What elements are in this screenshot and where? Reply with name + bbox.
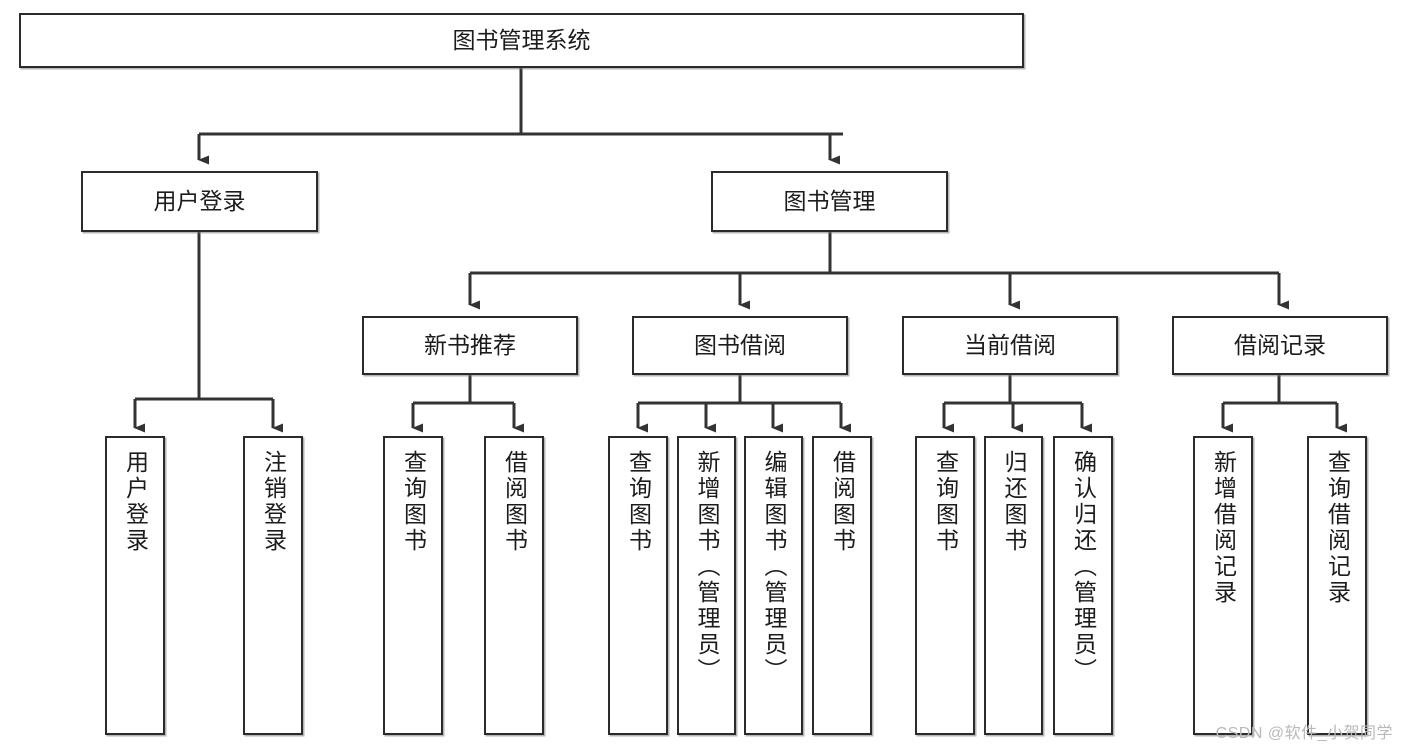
node-new-book-recommend[interactable]: 新书推荐 (362, 316, 578, 375)
node-leaf-query-book-1-label: 查询图书 (400, 450, 427, 554)
node-leaf-add-book-label: 新增图书（管理员） (694, 450, 720, 684)
node-leaf-borrow-book-2[interactable]: 借阅图书 (812, 436, 872, 735)
node-leaf-borrow-book-1-label: 借阅图书 (501, 450, 528, 554)
node-leaf-borrow-book-2-label: 借阅图书 (829, 450, 856, 554)
node-leaf-add-record-label: 新增借阅记录 (1210, 450, 1237, 606)
node-leaf-query-book-2-label: 查询图书 (625, 450, 652, 554)
watermark-text: CSDN @软件_小贺同学 (1215, 725, 1393, 742)
node-current-borrow-label: 当前借阅 (964, 331, 1056, 358)
node-leaf-return-book-label: 归还图书 (1001, 450, 1027, 554)
node-leaf-query-book-2[interactable]: 查询图书 (608, 436, 668, 735)
node-leaf-query-record-label: 查询借阅记录 (1324, 450, 1351, 606)
node-leaf-query-book-1[interactable]: 查询图书 (383, 436, 443, 735)
node-current-borrow[interactable]: 当前借阅 (902, 316, 1118, 375)
node-leaf-add-record[interactable]: 新增借阅记录 (1193, 436, 1253, 735)
node-book-borrow-label: 图书借阅 (694, 331, 786, 358)
node-leaf-borrow-book-1[interactable]: 借阅图书 (484, 436, 544, 735)
node-leaf-confirm-return[interactable]: 确认归还（管理员） (1053, 436, 1113, 735)
node-user-login[interactable]: 用户登录 (81, 171, 318, 232)
node-user-login-label: 用户登录 (153, 187, 246, 214)
node-root-label: 图书管理系统 (452, 26, 591, 53)
node-leaf-confirm-return-label: 确认归还（管理员） (1070, 450, 1097, 684)
node-leaf-edit-book[interactable]: 编辑图书（管理员） (744, 436, 803, 735)
node-leaf-return-book[interactable]: 归还图书 (984, 436, 1043, 735)
node-leaf-query-book-3-label: 查询图书 (932, 450, 959, 554)
node-leaf-add-book[interactable]: 新增图书（管理员） (677, 436, 736, 735)
node-borrow-record[interactable]: 借阅记录 (1172, 316, 1388, 375)
node-borrow-record-label: 借阅记录 (1234, 331, 1326, 358)
node-leaf-edit-book-label: 编辑图书（管理员） (761, 450, 787, 684)
node-root[interactable]: 图书管理系统 (19, 13, 1024, 68)
node-leaf-query-book-3[interactable]: 查询图书 (915, 436, 975, 735)
node-book-borrow[interactable]: 图书借阅 (632, 316, 848, 375)
node-leaf-user-login[interactable]: 用户登录 (105, 436, 165, 735)
node-leaf-query-record[interactable]: 查询借阅记录 (1307, 436, 1367, 735)
node-leaf-logout[interactable]: 注销登录 (243, 436, 303, 735)
node-leaf-logout-label: 注销登录 (260, 450, 287, 554)
node-book-management[interactable]: 图书管理 (711, 171, 948, 232)
node-book-management-label: 图书管理 (783, 187, 876, 214)
node-leaf-user-login-label: 用户登录 (122, 450, 149, 554)
node-new-book-recommend-label: 新书推荐 (424, 331, 516, 358)
